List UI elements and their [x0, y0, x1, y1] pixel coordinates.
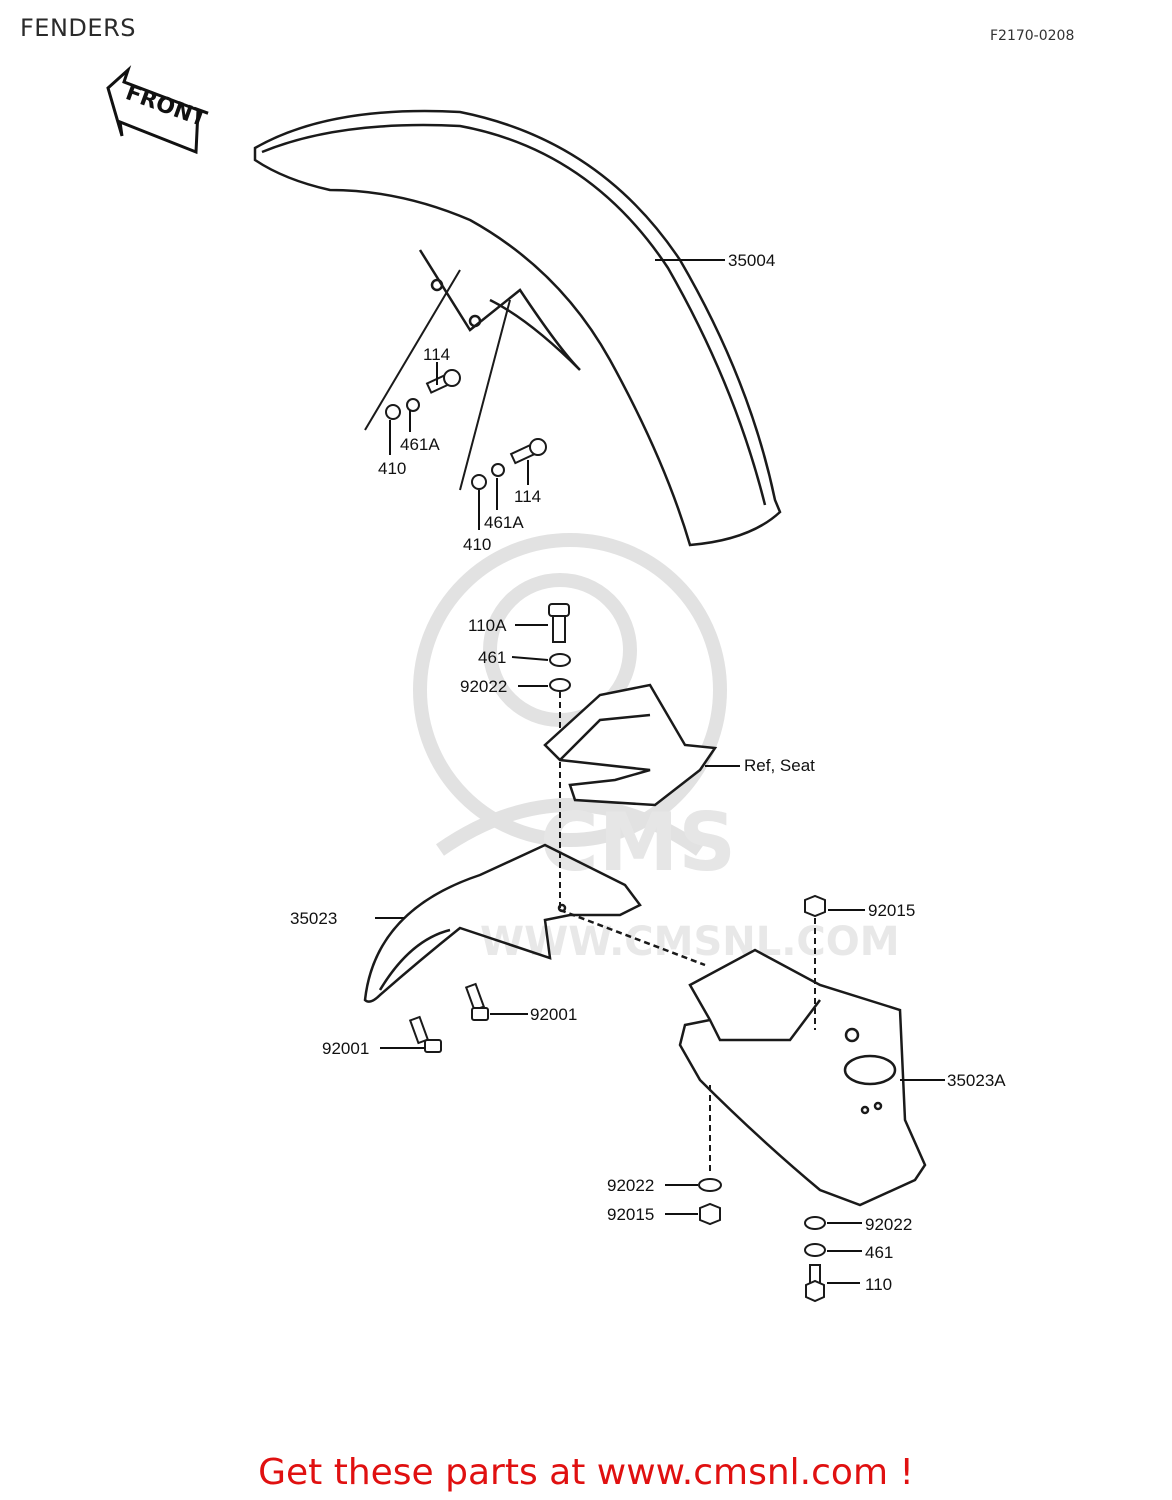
callout-461a-b: 461A: [484, 513, 524, 532]
page-title: FENDERS: [20, 14, 136, 42]
rear-fender-outer: [559, 908, 927, 1207]
watermark-url: WWW.CMSNL.COM: [480, 919, 900, 965]
front-fender: [253, 109, 782, 547]
callout-410-b: 410: [463, 535, 491, 554]
callout-92001-b: 92001: [322, 1039, 369, 1058]
callout-110a: 110A: [468, 616, 507, 635]
nut-92015-top: [804, 894, 826, 1030]
fastener-group-lower-left: [698, 1085, 722, 1226]
callout-461a-a: 461A: [400, 435, 440, 454]
watermark-brand: CMS: [540, 796, 736, 889]
fastener-group-lower-right: [804, 1216, 826, 1303]
get-parts-link-text[interactable]: Get these parts at www.cmsnl.com !: [258, 1452, 914, 1493]
bolt-stack-upper: [548, 603, 571, 910]
callout-92015-a: 92015: [868, 901, 915, 920]
callout-35023: 35023: [290, 909, 337, 928]
callout-461: 461: [478, 648, 506, 667]
callout-35004: 35004: [728, 251, 775, 270]
get-parts-link[interactable]: Get these parts at www.cmsnl.com !: [0, 1452, 1172, 1493]
bolts-92001: [408, 982, 489, 1053]
seat-bracket: [543, 683, 718, 807]
callout-35023a: 35023A: [947, 1071, 1006, 1090]
callout-92015-b: 92015: [607, 1205, 654, 1224]
callout-110: 110: [865, 1275, 892, 1294]
callout-92022-b: 92022: [607, 1176, 654, 1195]
callout-ref-seat: Ref, Seat: [744, 756, 815, 775]
watermark: [413, 533, 727, 856]
diagram-code: F2170-0208: [990, 28, 1075, 44]
callout-92001-a: 92001: [530, 1005, 577, 1024]
callout-114-a: 114: [423, 345, 450, 364]
front-arrow-icon: FRONT: [106, 65, 210, 155]
callout-92022-c: 92022: [865, 1215, 912, 1234]
fastener-group-a: [364, 269, 547, 491]
callout-461-b: 461: [865, 1243, 893, 1262]
callout-410-a: 410: [378, 459, 406, 478]
callout-92022-a: 92022: [460, 677, 507, 696]
callout-114-b: 114: [514, 487, 541, 506]
